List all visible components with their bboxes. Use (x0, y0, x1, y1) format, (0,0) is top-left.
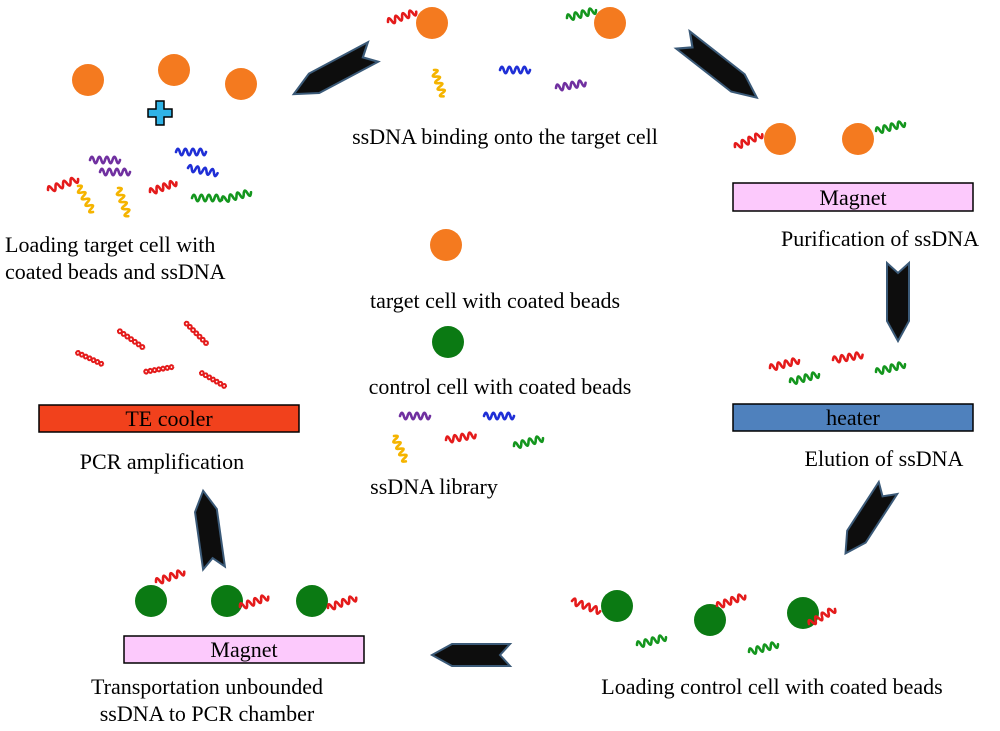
ssdna-strand (148, 179, 178, 195)
ssdna-strand (76, 184, 95, 214)
dna-helix (198, 370, 227, 389)
arrow-to-pcr (191, 488, 226, 571)
arrow-to-binding (287, 41, 380, 105)
ssdna-strand (154, 569, 186, 585)
step-loading-control: Loading control cell with coated beads (601, 674, 943, 699)
step-pcr: PCR amplification (80, 449, 244, 474)
ssdna-strand (238, 594, 270, 610)
heater-label: heater (826, 405, 880, 430)
arrow-to-loading-control (835, 481, 899, 561)
ssdna-strand (392, 434, 408, 463)
magnet-top: Magnet (732, 182, 974, 212)
legend: target cell with coated beads control ce… (369, 229, 632, 499)
legend-control-label: control cell with coated beads (369, 374, 632, 399)
target-cell (842, 123, 874, 155)
legend-control-cell-icon (432, 326, 464, 358)
control-cell (601, 590, 633, 622)
target-cell (158, 54, 190, 86)
arrow-to-elution (886, 262, 910, 342)
ssdna-strand (733, 132, 764, 149)
te-cooler: TE cooler (38, 404, 300, 433)
control-cell (296, 585, 328, 617)
ssdna-strand (788, 371, 821, 385)
ssdna-strand (807, 607, 837, 626)
ssdna-strand (874, 120, 907, 134)
ssdna-strand (570, 597, 602, 615)
step-binding: ssDNA binding onto the target cell (352, 124, 658, 149)
ssdna-strand (874, 361, 907, 375)
legend-target-cell-icon (430, 229, 462, 261)
ssdna-strand (431, 68, 447, 98)
ssdna-strand (386, 9, 418, 25)
plus-icon (147, 100, 173, 126)
te-cooler-bar (38, 404, 300, 433)
ssdna-strand (98, 167, 132, 177)
magnet-top-bar (732, 182, 974, 212)
ssdna-strand (88, 155, 122, 165)
ssdna-strand (565, 7, 598, 21)
ssdna-strand (498, 65, 532, 75)
ssdna-strand (115, 186, 131, 218)
arrow-to-purification (675, 30, 765, 108)
ssdna-strand (398, 411, 432, 421)
target-cells (72, 7, 874, 155)
ssdna-strand (174, 147, 208, 157)
ssdna-strand (46, 176, 80, 193)
dna-helix (75, 349, 105, 367)
ssdna-strand (482, 411, 516, 421)
target-cell (764, 123, 796, 155)
ssdna-strand (512, 435, 545, 449)
ssdna-strand (554, 79, 587, 92)
magnet-bottom-label: Magnet (210, 637, 277, 662)
control-cell (211, 585, 243, 617)
legend-library-label: ssDNA library (370, 474, 498, 499)
dna-helix (183, 320, 209, 346)
magnet-top-label: Magnet (819, 185, 886, 210)
ssdna-strand (635, 634, 668, 648)
ssdna-strand (444, 431, 477, 444)
ssdna-strand (326, 595, 358, 611)
magnet-bottom: Magnet (123, 635, 365, 664)
target-cell (72, 64, 104, 96)
pcr-products (75, 320, 227, 389)
step-elution: Elution of ssDNA (805, 446, 964, 471)
ssdna-strand (831, 351, 864, 364)
heater: heater (732, 403, 974, 432)
step-purification: Purification of ssDNA (781, 226, 979, 251)
control-cell (694, 604, 726, 636)
ssdna-strand (747, 641, 780, 655)
control-cells (135, 585, 819, 636)
ssdna-strand (186, 163, 219, 178)
ssdna-strand (768, 357, 801, 371)
ssdna-strand (715, 593, 747, 609)
dna-helix (116, 328, 146, 350)
arrow-to-transportation (431, 643, 511, 667)
legend-target-label: target cell with coated beads (370, 288, 620, 313)
target-cell (416, 7, 448, 39)
magnet-bottom-bar (123, 635, 365, 664)
dna-helix (143, 364, 175, 375)
heater-bar (732, 403, 974, 432)
te-cooler-label: TE cooler (125, 406, 213, 431)
ssdna-strand (190, 193, 224, 203)
control-cell (135, 585, 167, 617)
target-cell (225, 68, 257, 100)
target-cell (594, 7, 626, 39)
ssdna-strands (46, 7, 907, 655)
ssdna-strand (220, 189, 253, 203)
